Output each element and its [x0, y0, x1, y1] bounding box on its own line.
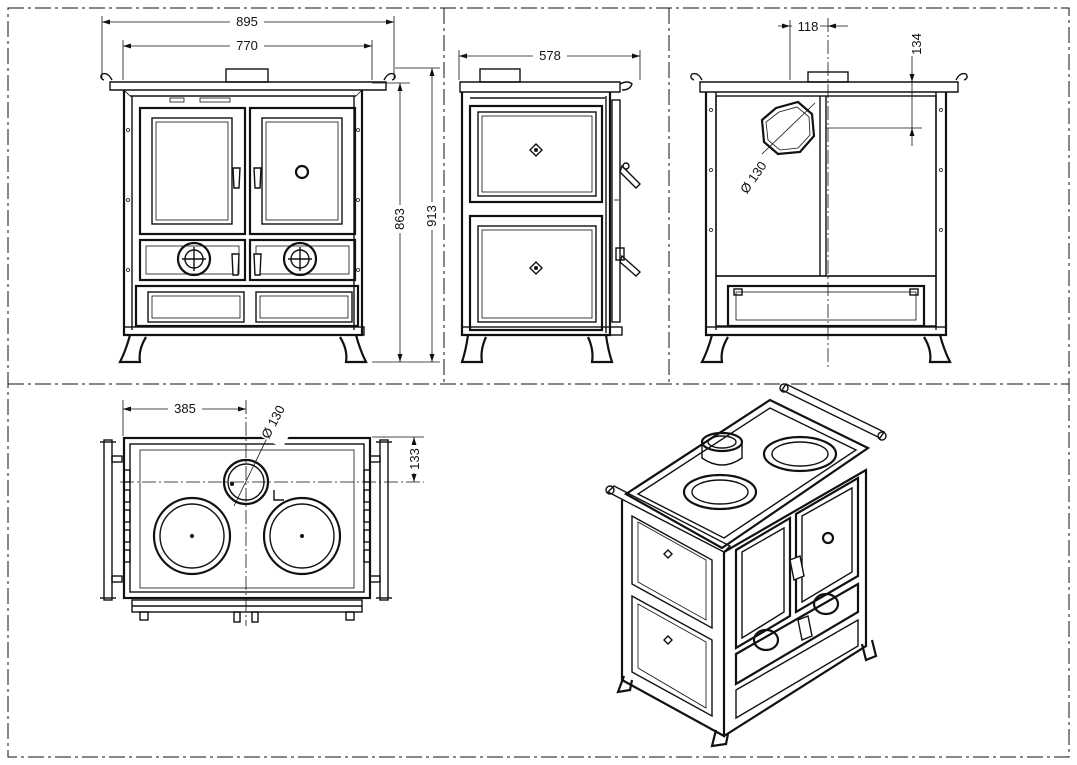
side-dimensions: 578 — [458, 48, 641, 80]
top-dimensions: 385 133 Ø 130 — [120, 400, 424, 626]
dim-front-height-body: 863 — [392, 208, 407, 230]
front-view — [100, 68, 396, 364]
dim-front-height-total: 913 — [424, 205, 439, 227]
dim-front-body-width: 770 — [236, 38, 258, 53]
top-side-slots-left — [123, 469, 131, 563]
top-view — [100, 427, 392, 623]
dim-rear-flue-offset-y: 134 — [909, 33, 924, 55]
rear-dimensions: 118 134 Ø 130 — [727, 18, 924, 370]
dim-top-flue-offset-x: 385 — [174, 401, 196, 416]
top-side-slots-right — [363, 469, 371, 563]
dim-rear-flue-offset-x: 118 — [798, 19, 819, 34]
sheet-border — [7, 7, 1070, 758]
side-view — [459, 68, 642, 364]
dim-front-total-width: 895 — [236, 14, 258, 29]
dim-side-depth: 578 — [539, 48, 561, 63]
dim-top-flue-offset-y: 133 — [407, 448, 422, 470]
isometric-view — [605, 383, 887, 748]
front-dimensions: 895 770 863 913 — [101, 14, 440, 363]
rear-view — [690, 71, 968, 364]
